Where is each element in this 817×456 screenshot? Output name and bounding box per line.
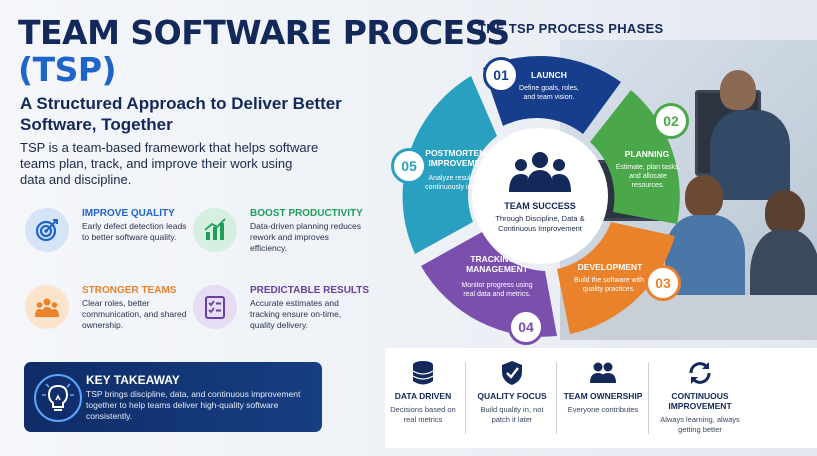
database-icon bbox=[412, 361, 434, 385]
phase-desc-development: Build the software with quality practice… bbox=[573, 277, 645, 293]
pillar-quality-focus: QUALITY FOCUS Build quality in, not patc… bbox=[472, 360, 552, 425]
center-desc: Through Discipline, Data & Continuous Im… bbox=[495, 214, 585, 233]
phase-title-development: DEVELOPMENT bbox=[577, 262, 643, 272]
takeaway-desc: TSP brings discipline, data, and continu… bbox=[86, 389, 301, 421]
phases-title: THE TSP PROCESS PHASES bbox=[478, 21, 664, 36]
team-photo bbox=[560, 40, 817, 340]
divider bbox=[556, 362, 557, 434]
page-title: TEAM SOFTWARE PROCESS (TSP) bbox=[18, 13, 510, 89]
pillar-team-ownership: TEAM OWNERSHIP Everyone contributes bbox=[563, 360, 643, 415]
shield-check-icon bbox=[502, 361, 522, 385]
phase-desc-launch: Define goals, roles, and team vision. bbox=[519, 85, 579, 101]
pillar-data-driven: DATA DRIVEN Decisions based on real metr… bbox=[383, 360, 463, 425]
phase-title-tracking: TRACKING & MANAGEMENT bbox=[466, 254, 528, 274]
phase-number-02: 02 bbox=[653, 103, 689, 139]
center-title: TEAM SUCCESS bbox=[504, 201, 576, 211]
phase-segment-postmortem bbox=[402, 76, 497, 254]
team-icon bbox=[25, 285, 69, 329]
phase-number-01: 01 bbox=[483, 57, 519, 93]
checklist-icon bbox=[193, 285, 237, 329]
divider bbox=[465, 362, 466, 434]
divider bbox=[648, 362, 649, 434]
lightbulb-icon bbox=[34, 374, 82, 422]
people-icon bbox=[590, 362, 616, 383]
takeaway-title: KEY TAKEAWAY bbox=[86, 373, 180, 387]
refresh-icon bbox=[689, 362, 711, 384]
phase-number-05: 05 bbox=[391, 148, 427, 184]
target-icon bbox=[25, 208, 69, 252]
bar-chart-icon bbox=[193, 208, 237, 252]
phase-title-postmortem: POSTMORTEM & IMPROVEMENT bbox=[425, 148, 495, 168]
center-circle bbox=[472, 128, 608, 264]
phase-number-03: 03 bbox=[645, 265, 681, 301]
phase-title-planning: PLANNING bbox=[624, 149, 670, 159]
pillar-continuous-improvement: CONTINUOUS IMPROVEMENT Always learning, … bbox=[655, 360, 745, 435]
team-success-icon bbox=[509, 152, 571, 192]
phase-title-launch: LAUNCH bbox=[531, 70, 567, 80]
phase-desc-tracking: Monitor progress using real data and met… bbox=[461, 282, 533, 298]
intro-text: TSP is a team-based framework that helps… bbox=[20, 140, 319, 187]
phase-desc-planning: Estimate, plan tasks, and allocate resou… bbox=[615, 164, 681, 189]
subtitle: A Structured Approach to Deliver Better … bbox=[20, 94, 342, 134]
phase-number-04: 04 bbox=[508, 309, 544, 345]
phase-segment-development bbox=[557, 222, 675, 334]
phase-desc-postmortem: Analyze results and continuously improve… bbox=[425, 175, 493, 191]
key-takeaway-panel: KEY TAKEAWAY TSP brings discipline, data… bbox=[24, 362, 322, 432]
